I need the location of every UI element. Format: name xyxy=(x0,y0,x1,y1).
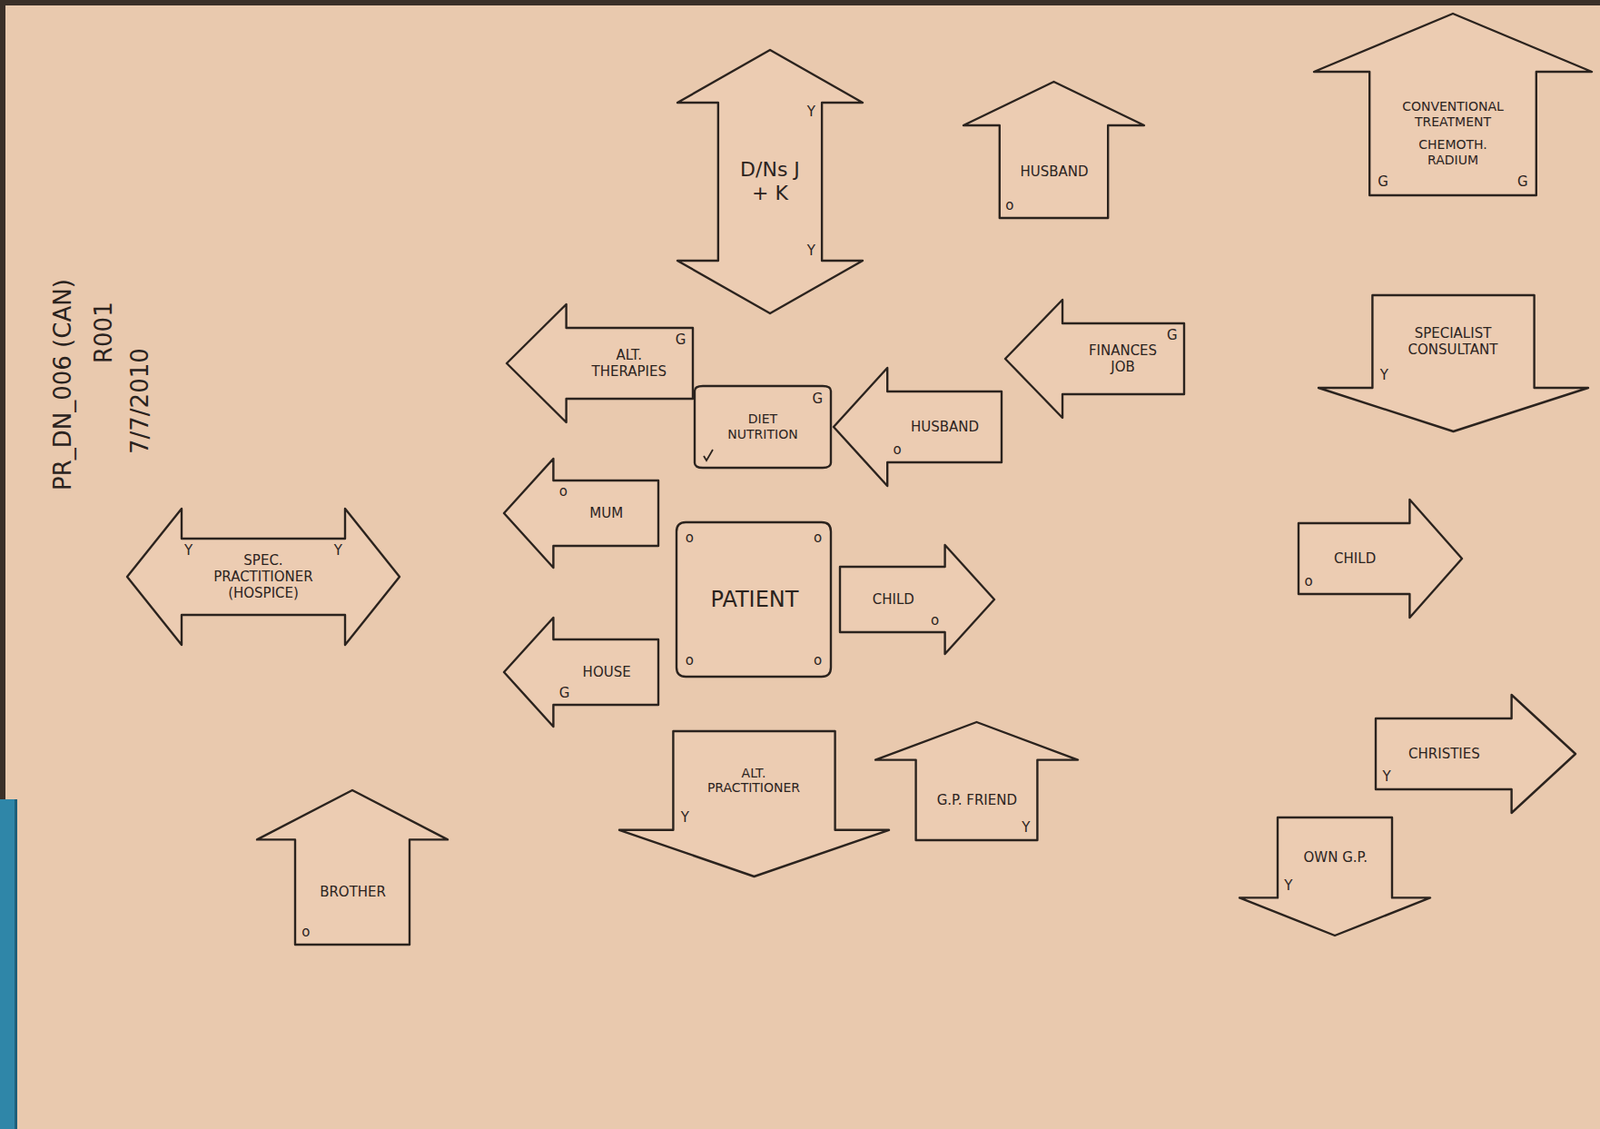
node-label: DIET NUTRITION xyxy=(717,411,809,443)
marker-letter: o xyxy=(813,531,822,545)
marker-letter: o xyxy=(813,653,822,668)
marker-letter: o xyxy=(685,653,694,668)
node-label: CONVENTIONAL TREATMENT xyxy=(1392,98,1515,130)
marker-letter: o xyxy=(1005,198,1014,213)
marker-letter: G xyxy=(559,686,571,701)
marker-letter: Y xyxy=(1380,368,1389,383)
text-group: CONVENTIONAL TREATMENT CHEMOTH. RADIUM xyxy=(1392,98,1515,168)
marker-letter: Y xyxy=(184,543,193,558)
marker-letter: G xyxy=(1517,175,1529,189)
node-label: OWN G.P. xyxy=(1303,849,1369,866)
arrow-card: PATIENT o o o o xyxy=(676,522,831,677)
text-group: CHRISTIES xyxy=(1407,745,1481,762)
arrow-outline xyxy=(503,458,659,568)
marker-letter: Y xyxy=(807,105,816,119)
arrow-card: HOUSE G xyxy=(503,617,659,727)
marker-letter: Y xyxy=(1382,770,1391,784)
arrow-card: CHILD o xyxy=(1298,499,1462,618)
node-label: HOUSE xyxy=(582,663,633,681)
sheet-note: 7/7/2010 xyxy=(127,347,154,455)
marker-letter: Y xyxy=(681,810,690,825)
arrow-outline xyxy=(256,790,448,945)
marker-letter: o xyxy=(685,531,694,545)
text-group: SPEC. PRACTITIONER (HOSPICE) xyxy=(199,552,327,602)
node-label: HUSBAND xyxy=(909,418,980,435)
arrow-card: BROTHER o xyxy=(256,790,448,945)
node-label: ALT. THERAPIES xyxy=(585,346,672,380)
marker-letter: G xyxy=(811,392,823,406)
text-group: CHILD xyxy=(871,591,916,608)
arrow-card: HUSBAND o xyxy=(963,81,1145,218)
node-label: SPEC. PRACTITIONER (HOSPICE) xyxy=(199,552,327,602)
marker-letter: o xyxy=(301,925,310,939)
marker-letter: o xyxy=(930,613,939,628)
node-label: FINANCES JOB xyxy=(1082,342,1165,376)
arrow-outline xyxy=(1318,295,1589,432)
text-group: BROTHER xyxy=(319,883,387,900)
marker-letter: Y xyxy=(807,244,816,258)
node-label: HUSBAND xyxy=(1018,163,1089,180)
arrow-card: MUM o xyxy=(503,458,659,568)
node-label: CHILD xyxy=(1333,550,1377,567)
node-label: PATIENT xyxy=(709,586,800,613)
arrow-outline xyxy=(875,721,1078,840)
arrow-card: FINANCES JOBG xyxy=(1005,299,1185,418)
text-group: ALT. PRACTITIONER xyxy=(694,765,813,797)
text-group: FINANCES JOB xyxy=(1082,342,1165,376)
marker-letter: o xyxy=(559,484,568,499)
arrow-card: DIET NUTRITIONG xyxy=(694,385,831,468)
marker-letter: Y xyxy=(1021,820,1030,835)
text-group: HUSBAND xyxy=(1018,163,1089,180)
marker-letter: G xyxy=(1377,175,1389,189)
text-group: PATIENT xyxy=(709,586,800,613)
node-label: CHRISTIES xyxy=(1407,745,1481,762)
arrow-outline xyxy=(503,617,659,727)
text-group: SPECIALIST CONSULTANT xyxy=(1393,325,1512,358)
node-label: MUM xyxy=(589,504,624,522)
arrow-card: HUSBAND o xyxy=(833,367,1002,486)
marker-letter: Y xyxy=(334,543,343,558)
node-label: ALT. PRACTITIONER xyxy=(694,765,813,797)
arrow-card: D/Ns J + K Y Y xyxy=(677,49,863,314)
arrow-card: CHILD o xyxy=(839,544,995,654)
marker-letter: o xyxy=(892,443,901,457)
node-label: G.P. FRIEND xyxy=(936,791,1018,809)
text-group: ALT. THERAPIES xyxy=(585,346,672,380)
arrow-outline xyxy=(619,730,889,877)
arrow-card: SPEC. PRACTITIONER (HOSPICE) Y Y xyxy=(127,508,400,645)
text-group: D/Ns J + K xyxy=(738,158,802,207)
text-group: OWN G.P. xyxy=(1303,849,1369,866)
text-group: DIET NUTRITION xyxy=(717,411,809,443)
arrow-card: CONVENTIONAL TREATMENT CHEMOTH. RADIUMG G xyxy=(1313,13,1592,196)
marker-letter: G xyxy=(1166,328,1178,343)
text-group: MUM xyxy=(589,504,624,522)
arrow-outline xyxy=(1298,499,1462,618)
arrow-card: ALT. THERAPIESG xyxy=(506,304,693,423)
marker-letter: o xyxy=(1304,574,1314,589)
arrow-card: SPECIALIST CONSULTANT Y xyxy=(1318,295,1589,432)
arrow-outline xyxy=(963,81,1145,218)
text-group: G.P. FRIEND xyxy=(936,791,1018,809)
sheet-note: PR_DN_006 (CAN) xyxy=(49,278,77,491)
node-label: D/Ns J + K xyxy=(738,158,802,207)
arrow-card: CHRISTIES Y xyxy=(1375,694,1576,813)
tick-mark xyxy=(701,447,715,463)
marker-letter: Y xyxy=(1283,879,1293,893)
node-label: CHILD xyxy=(871,591,916,608)
node-label: BROTHER xyxy=(319,883,387,900)
arrow-outline xyxy=(839,544,995,654)
text-group: HOUSE xyxy=(582,663,633,681)
arrow-card: ALT. PRACTITIONER Y xyxy=(619,730,889,877)
text-group: HUSBAND xyxy=(909,418,980,435)
marker-letter: G xyxy=(675,333,687,347)
arrow-card: OWN G.P. Y xyxy=(1239,817,1431,936)
node-label: SPECIALIST CONSULTANT xyxy=(1393,325,1512,358)
node-label: CHEMOTH. RADIUM xyxy=(1392,137,1515,168)
sheet-note: R001 xyxy=(90,301,118,364)
arrow-card: G.P. FRIENDY xyxy=(875,721,1078,840)
arrow-outline xyxy=(1239,817,1431,936)
text-group: CHILD xyxy=(1333,550,1377,567)
